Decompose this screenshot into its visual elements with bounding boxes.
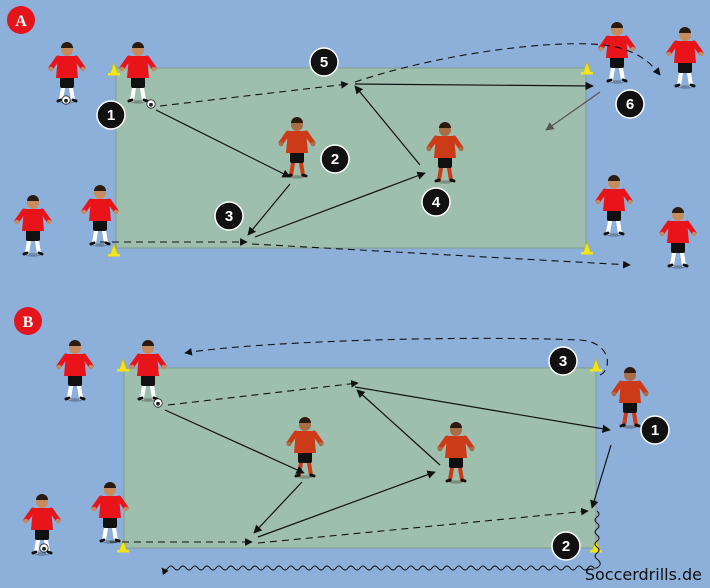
player bbox=[15, 195, 52, 257]
step-marker-2: 2 bbox=[320, 144, 350, 174]
panel-b-badge: B bbox=[14, 307, 42, 335]
field-b bbox=[123, 367, 597, 549]
dribble-arrow bbox=[161, 510, 601, 576]
pass-arrow bbox=[253, 481, 303, 534]
run-arrow bbox=[167, 379, 359, 406]
run-arrow bbox=[159, 80, 349, 107]
ball bbox=[39, 543, 49, 553]
run-arrow bbox=[184, 337, 608, 376]
svg-text:6: 6 bbox=[626, 96, 634, 113]
step-marker-3: 3 bbox=[548, 346, 578, 376]
panel-a-label: A bbox=[15, 13, 27, 30]
panel-a: A 1 bbox=[7, 6, 703, 269]
player bbox=[82, 185, 119, 247]
brand-watermark: Soccerdrills.de bbox=[584, 565, 702, 584]
step-marker-1: 1 bbox=[640, 415, 670, 445]
ball bbox=[61, 95, 71, 105]
pass-arrow bbox=[247, 183, 291, 236]
player bbox=[599, 22, 636, 84]
pass-arrow bbox=[354, 386, 611, 433]
run-arrow bbox=[257, 507, 589, 544]
player bbox=[49, 42, 86, 104]
svg-text:3: 3 bbox=[559, 353, 567, 370]
svg-text:2: 2 bbox=[562, 538, 570, 555]
player bbox=[92, 482, 129, 544]
step-marker-5: 5 bbox=[309, 47, 339, 77]
svg-text:3: 3 bbox=[225, 208, 233, 225]
player bbox=[57, 340, 94, 402]
step-marker-3: 3 bbox=[214, 201, 244, 231]
pass-arrow bbox=[356, 389, 441, 466]
panel-a-badge: A bbox=[7, 6, 35, 34]
svg-text:4: 4 bbox=[432, 194, 441, 211]
run-arrow bbox=[354, 43, 661, 83]
svg-text:1: 1 bbox=[651, 422, 659, 439]
player bbox=[660, 207, 697, 269]
pass-arrow bbox=[164, 409, 305, 474]
cone bbox=[116, 358, 130, 372]
svg-text:5: 5 bbox=[320, 54, 328, 71]
pass-arrow bbox=[590, 444, 612, 509]
step-marker-1: 1 bbox=[96, 100, 126, 130]
svg-text:1: 1 bbox=[107, 107, 115, 124]
cone bbox=[589, 358, 603, 372]
step-marker-4: 4 bbox=[421, 187, 451, 217]
pass-arrow bbox=[155, 109, 291, 178]
step-marker-2: 2 bbox=[551, 531, 581, 561]
pass-arrow bbox=[354, 81, 594, 91]
ball bbox=[146, 99, 156, 109]
ball bbox=[153, 398, 163, 408]
pass-arrow bbox=[545, 91, 601, 131]
player bbox=[667, 27, 704, 89]
panel-b-label: B bbox=[23, 314, 34, 331]
field-a bbox=[115, 67, 587, 249]
pass-arrow bbox=[254, 171, 426, 238]
player bbox=[596, 175, 633, 237]
svg-text:2: 2 bbox=[331, 151, 339, 168]
pass-arrow bbox=[354, 85, 421, 166]
player-attacker bbox=[612, 367, 649, 429]
run-arrow bbox=[251, 243, 631, 269]
pass-arrow bbox=[257, 470, 436, 538]
panel-b: B 1 bbox=[14, 307, 670, 576]
step-marker-6: 6 bbox=[615, 89, 645, 119]
